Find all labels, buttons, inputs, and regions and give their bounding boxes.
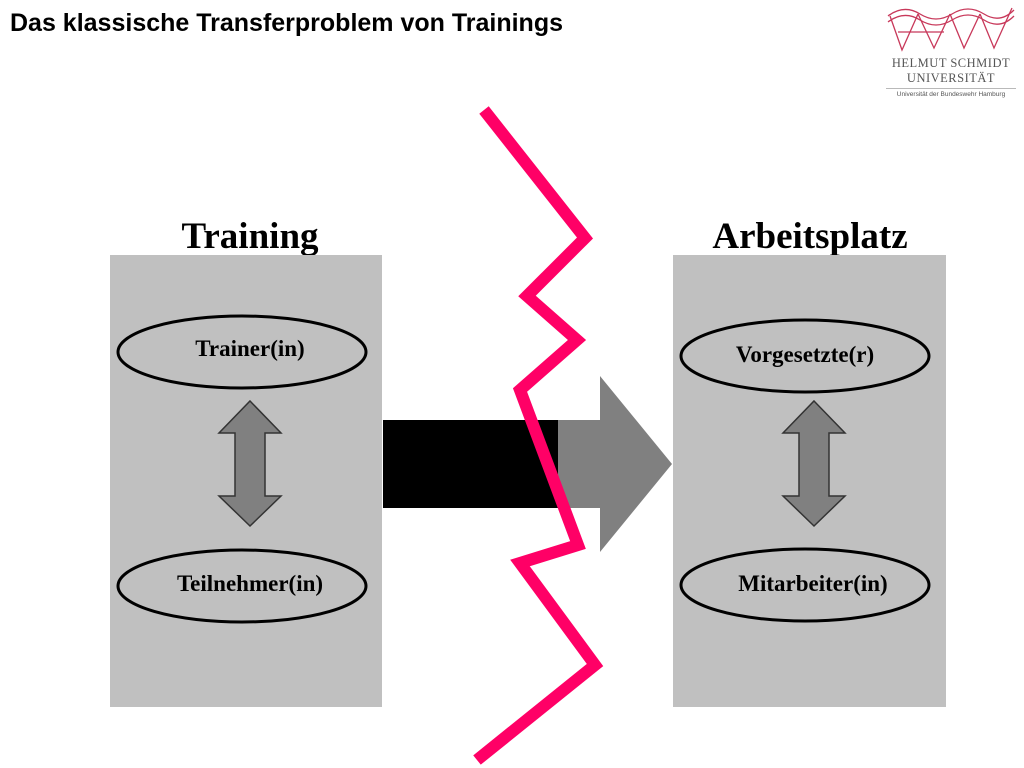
slide-title: Das klassische Transferproblem von Train…	[10, 9, 563, 37]
trainer-label: Trainer(in)	[195, 336, 304, 361]
workplace-heading: Arbeitsplatz	[712, 216, 907, 257]
right-double-arrow	[781, 399, 847, 528]
supervisor-ellipse	[679, 318, 931, 394]
participant-ellipse	[116, 548, 368, 624]
left-double-arrow	[217, 399, 283, 528]
logo-divider	[886, 88, 1016, 89]
logo-text-line2: UNIVERSITÄT	[906, 71, 996, 85]
transfer-barrier-zigzag	[473, 106, 604, 765]
employee-label: Mitarbeiter(in)	[738, 571, 887, 596]
logo-text-line1: HELMUT SCHMIDT	[891, 56, 1011, 70]
trainer-ellipse	[116, 314, 368, 390]
logo-text-line3: Universität der Bundeswehr Hamburg	[896, 91, 1006, 98]
wave-logo-icon	[887, 7, 1015, 52]
training-heading: Training	[181, 216, 319, 257]
employee-ellipse	[679, 547, 931, 623]
university-logo: HELMUT SCHMIDT UNIVERSITÄT Universität d…	[884, 2, 1018, 104]
participant-label: Teilnehmer(in)	[177, 571, 323, 596]
supervisor-label: Vorgesetzte(r)	[736, 342, 874, 367]
transfer-arrow-black-shaft	[383, 420, 558, 508]
